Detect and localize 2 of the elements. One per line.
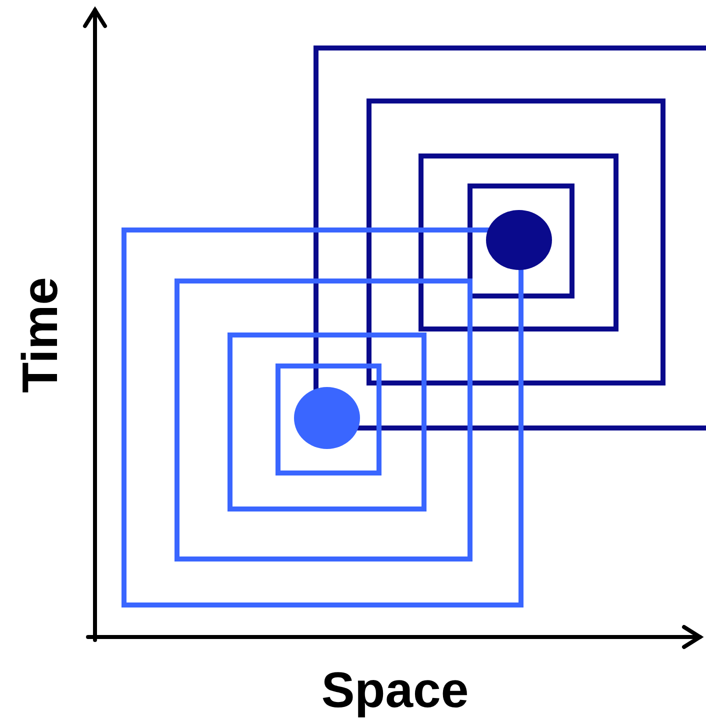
axis-label: Time (15, 277, 65, 393)
axis-label: Space (321, 665, 469, 715)
